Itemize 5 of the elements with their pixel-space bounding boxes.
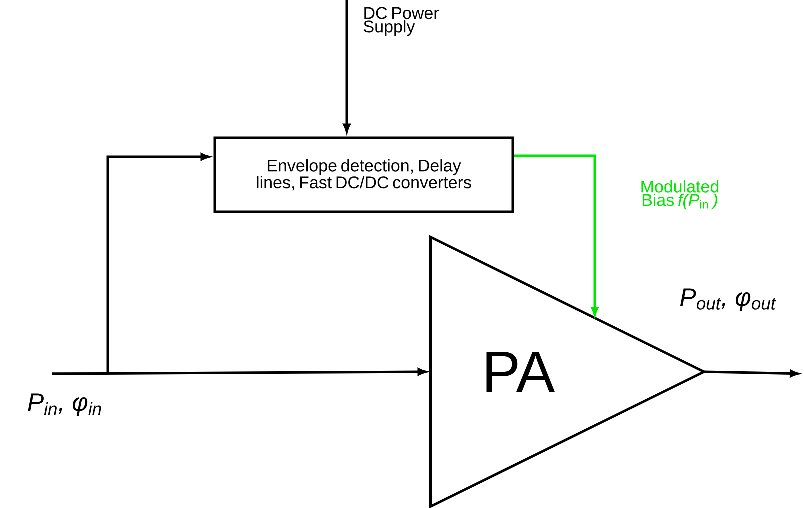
signal-label: P$_{out}$, φ$_{out}$ [680, 288, 776, 312]
edge-label: Modulated Bias f(P$_{in}$ ) [642, 180, 719, 210]
process-box: Envelope detection, Delay lines, Fast DC/DC converters [214, 136, 514, 214]
signal-label: P$_{in}$, φ$_{in}$ [28, 394, 102, 416]
supply-label: DC Power Supply [364, 7, 440, 36]
